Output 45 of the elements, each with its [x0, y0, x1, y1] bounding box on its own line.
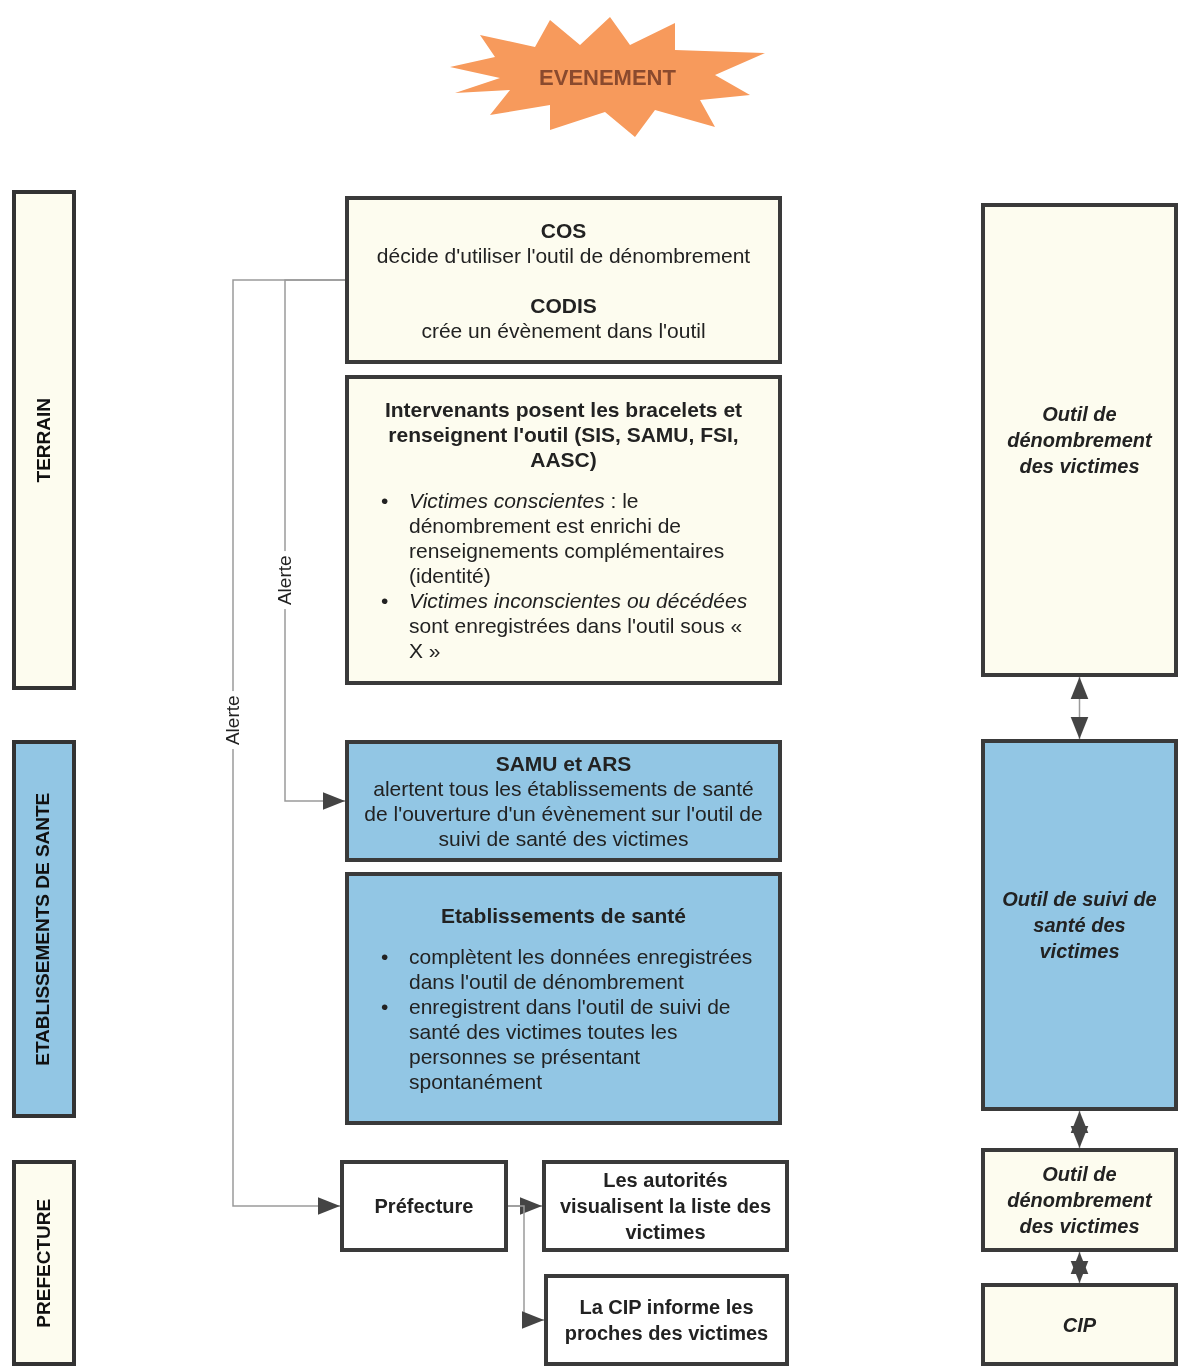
bullet-text: Victimes conscientes : le dénombrement est enrichi de renseignements complémentaires (identité): [409, 488, 726, 588]
arrow: [507, 1205, 545, 1329]
bullet-marker: •: [380, 944, 390, 970]
bullet-marker: •: [380, 994, 390, 1020]
process-box: [345, 375, 782, 685]
process-box: [345, 740, 782, 862]
bullet-marker: •: [380, 488, 390, 514]
lane-band: [12, 190, 76, 690]
lane-label: ETABLISSEMENTS DE SANTE: [31, 792, 55, 1066]
box-text: Préfecture: [374, 1194, 474, 1219]
box-heading: CODIS: [530, 292, 597, 318]
process-box: [340, 1160, 508, 1252]
arrow: [1070, 1251, 1089, 1284]
box-text: crée un évènement dans l'outil: [421, 317, 706, 343]
arrow: [284, 279, 346, 810]
process-box: [345, 872, 782, 1125]
lane-label: PREFECTURE: [31, 1198, 55, 1328]
tool-label: Outil de suivi de santé des victimes: [1001, 887, 1158, 964]
box-text: décide d'utiliser l'outil de dénombrement: [376, 242, 751, 268]
bullet-text: Victimes inconscientes ou décédées sont enregistrées dans l'outil sous « X »: [409, 588, 749, 663]
tool-label: CIP: [1062, 1312, 1097, 1338]
tool-box: [981, 1148, 1178, 1252]
process-box: [544, 1274, 789, 1366]
tool-label: Outil de dénombrement des victimes: [1006, 1162, 1154, 1239]
bullet-marker: •: [380, 588, 390, 614]
process-box: [542, 1160, 789, 1252]
tool-label: Outil de dénombrement des victimes: [1006, 402, 1154, 479]
arrow: [1070, 1110, 1089, 1149]
lane-label: TERRAIN: [31, 397, 55, 483]
tool-box: [981, 1283, 1178, 1366]
box-text: Les autorités visualisent la liste des victimes: [558, 1168, 773, 1245]
tool-box: [981, 739, 1178, 1111]
lane-band: [12, 740, 76, 1118]
arrow: [1070, 676, 1089, 740]
box-heading: Etablissements de santé: [439, 903, 688, 928]
bullet-text: enregistrent dans l'outil de suivi de santé des victimes toutes les personnes se présentant spontanément: [409, 994, 732, 1094]
box-text: La CIP informe les proches des victimes: [563, 1295, 770, 1346]
process-box: [345, 196, 782, 364]
lane-band: [12, 1160, 76, 1366]
box-text: alertent tous les établissements de santé de l'ouverture d'un évènement sur l'outil de suivi de santé des victimes: [363, 776, 764, 851]
arrow: [232, 279, 346, 1215]
tool-box: [981, 203, 1178, 677]
box-heading: SAMU et ARS: [495, 751, 632, 776]
box-heading: Intervenants posent les bracelets et renseignent l'outil (SIS, SAMU, FSI, AASC): [383, 397, 744, 472]
box-heading: COS: [540, 217, 587, 243]
